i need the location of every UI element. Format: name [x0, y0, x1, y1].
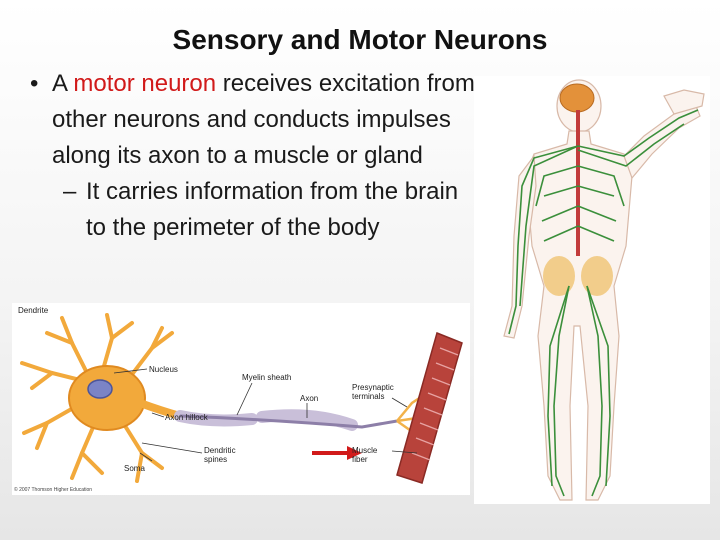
bullet-lead: A: [52, 70, 74, 97]
myelin-segment: [256, 409, 358, 431]
label-axon: Axon: [300, 394, 318, 403]
label-nucleus: Nucleus: [149, 365, 178, 374]
highlighted-term: motor neuron: [73, 70, 217, 97]
label-fiber: fiber: [352, 455, 368, 464]
label-spines: spines: [204, 455, 227, 464]
sub-bullet-item: – It carries information from the brain …: [30, 174, 480, 246]
body-illustration: [503, 79, 705, 501]
bullet-text: receives excitation from other neurons a…: [52, 70, 475, 169]
muscle-fiber: [396, 331, 463, 484]
sacral-plexus-left: [543, 256, 575, 296]
motor-neuron-diagram: Dendrite Nucleus Myelin sheath Axon Pres…: [12, 303, 470, 495]
copyright-note: © 2007 Thomson Higher Education: [14, 486, 92, 493]
label-terminals: terminals: [352, 392, 384, 401]
nervous-system-figure: [474, 76, 710, 504]
leader-lines: [113, 368, 418, 462]
bullet-marker: •: [30, 70, 39, 97]
label-soma: Soma: [124, 464, 145, 473]
impulse-arrowhead: [347, 446, 362, 460]
label-muscle: Muscle: [352, 446, 378, 455]
bullet-list: • A motor neuron receives excitation fro…: [30, 66, 480, 246]
nucleus: [87, 379, 113, 399]
sub-bullet-text: It carries information from the brain to…: [86, 178, 459, 241]
label-dendrite: Dendrite: [18, 306, 49, 315]
soma-cell-body: [68, 365, 146, 431]
label-myelin-sheath: Myelin sheath: [242, 373, 291, 382]
label-presynaptic: Presynaptic: [352, 383, 394, 392]
label-dendritic: Dendritic: [204, 446, 236, 455]
neuron-illustration: Dendrite Nucleus Myelin sheath Axon Pres…: [14, 306, 463, 493]
sacral-plexus-right: [581, 256, 613, 296]
peripheral-nerves: [508, 109, 699, 497]
slide-title: Sensory and Motor Neurons: [172, 24, 548, 55]
sub-bullet-marker: –: [63, 178, 77, 205]
axon: [179, 414, 398, 429]
bullet-item: • A motor neuron receives excitation fro…: [30, 66, 480, 174]
label-axon-hillock: Axon hillock: [165, 413, 209, 422]
brain: [559, 83, 595, 113]
